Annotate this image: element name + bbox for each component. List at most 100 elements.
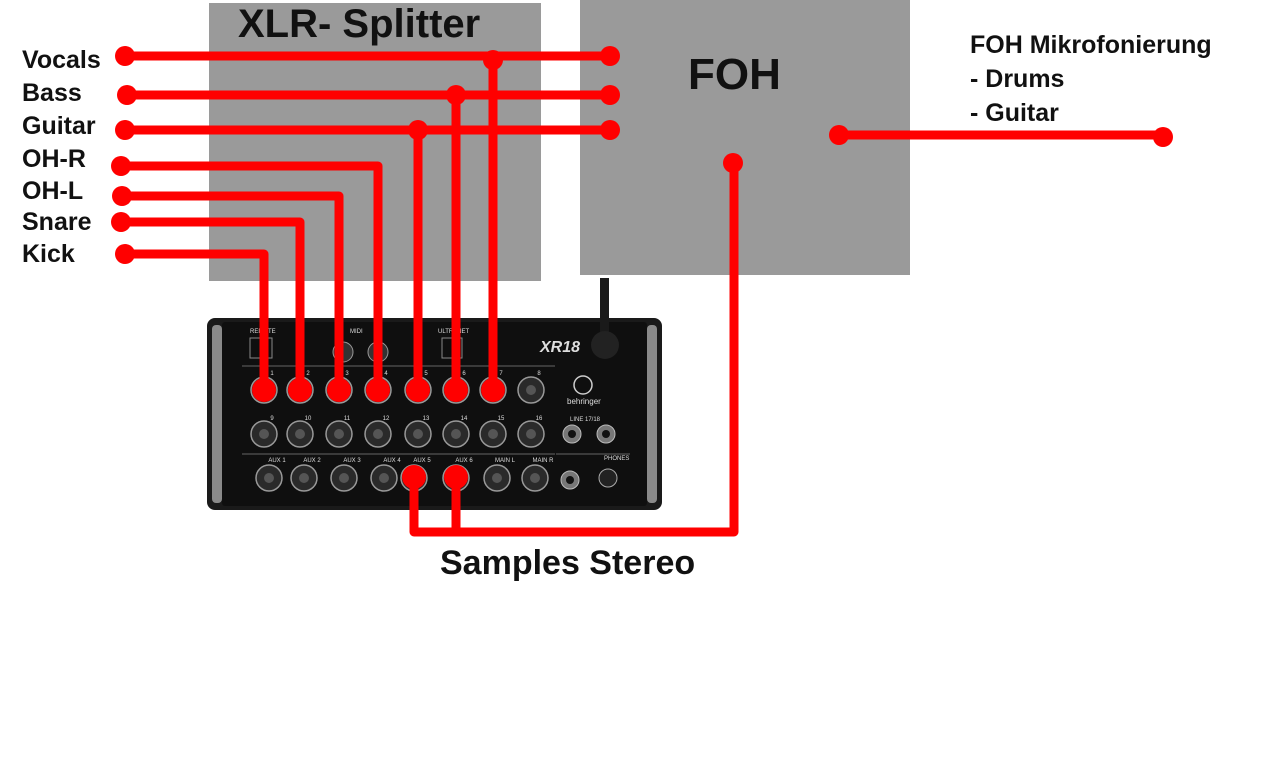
input-6-jack-label: 6	[462, 371, 466, 377]
foh-title: FOH	[688, 50, 781, 99]
aux-4-jack-label: AUX 4	[383, 458, 401, 464]
label-guitar: Guitar	[22, 112, 96, 140]
jack-hole	[379, 473, 389, 483]
aux-3-jack-label: AUX 3	[343, 458, 361, 464]
brand-label: behringer	[567, 397, 601, 406]
input-9-jack-label: 9	[270, 416, 274, 422]
cable-end-dot	[111, 212, 131, 232]
input-4-jack-label: 4	[384, 371, 388, 377]
input-5-jack-label: 5	[424, 371, 428, 377]
main-r-jack-label: MAIN R	[533, 458, 555, 464]
jack-hole	[602, 430, 610, 438]
jack-hole	[488, 429, 498, 439]
input-15-jack-label: 15	[498, 416, 505, 422]
input-11-jack-label: 11	[344, 416, 351, 422]
input-12-jack-label: 12	[383, 416, 390, 422]
input-7-jack-label: 7	[499, 371, 503, 377]
cable-end-dot	[115, 244, 135, 264]
cable-end-dot	[600, 46, 620, 66]
cable-end-dot	[723, 153, 743, 173]
input-2-plug	[288, 378, 312, 402]
phones-label: PHONES	[604, 456, 629, 462]
cable-end-dot	[600, 85, 620, 105]
label-oh-l: OH-L	[22, 177, 84, 205]
input-3-jack-label: 3	[345, 371, 349, 377]
jack-hole	[492, 473, 502, 483]
input-2-jack-label: 2	[306, 371, 310, 377]
jack-hole	[568, 430, 576, 438]
mixer-handle-left	[212, 325, 222, 503]
split-junction-dot	[483, 50, 503, 70]
foh-mikrofonierung-title: FOH Mikrofonierung	[970, 31, 1212, 59]
input-1-jack-label: 1	[270, 371, 274, 377]
phones-level-knob[interactable]	[598, 468, 618, 488]
input-7-plug	[481, 378, 505, 402]
input-8-jack-label: 8	[537, 371, 541, 377]
foh-mikrofonierung-item: - Drums	[970, 65, 1065, 93]
aux-5-plug	[402, 465, 426, 489]
aux-5-jack-label: AUX 5	[413, 458, 431, 464]
cable-end-dot	[115, 46, 135, 66]
jack-hole	[413, 429, 423, 439]
foh-mikrofonierung-item: - Guitar	[970, 99, 1059, 127]
mixer-handle-right	[647, 325, 657, 503]
jack-hole	[566, 476, 574, 484]
input-10-jack-label: 10	[305, 416, 312, 422]
cable-end-dot	[112, 186, 132, 206]
label-kick: Kick	[22, 240, 75, 268]
label-snare: Snare	[22, 208, 92, 236]
cables	[116, 51, 1168, 537]
aux-2-jack-label: AUX 2	[303, 458, 321, 464]
line-17-18-label: LINE 17/18	[570, 417, 601, 423]
splitter-title: XLR- Splitter	[238, 2, 481, 46]
midi-label: MIDI	[350, 329, 363, 335]
aux-6-plug	[444, 465, 468, 489]
samples-stereo-label: Samples Stereo	[440, 544, 696, 582]
input-1-plug	[252, 378, 276, 402]
label-vocals: Vocals	[22, 46, 101, 74]
aux-1-jack-label: AUX 1	[268, 458, 286, 464]
input-5-plug	[406, 378, 430, 402]
input-6-plug	[444, 378, 468, 402]
jack-hole	[295, 429, 305, 439]
jack-hole	[530, 473, 540, 483]
cable-end-dot	[600, 120, 620, 140]
mixer-panel	[222, 322, 647, 506]
cable-oh-l	[117, 191, 344, 398]
behringer-logo-icon	[573, 375, 593, 395]
input-row-9-16: 9 10 11 12 13 14 15 16	[250, 416, 545, 448]
split-junction-dot	[446, 85, 466, 105]
cable-end-dot	[115, 120, 135, 140]
input-16-jack-label: 16	[536, 416, 543, 422]
model-label: XR18	[539, 339, 580, 356]
cable-end-dot	[829, 125, 849, 145]
main-l-jack-label: MAIN L	[495, 458, 516, 464]
aux-6-jack-label: AUX 6	[455, 458, 473, 464]
jack-hole	[334, 429, 344, 439]
cable-samples-from-foh	[451, 158, 739, 537]
cable-end-dot	[1153, 127, 1173, 147]
cable-end-dot	[111, 156, 131, 176]
jack-hole	[526, 385, 536, 395]
input-13-jack-label: 13	[423, 416, 430, 422]
cable-samples-aux	[409, 472, 461, 537]
foh-mikrofonierung-note: FOH Mikrofonierung - Drums - Guitar	[970, 28, 1212, 130]
jack-hole	[526, 429, 536, 439]
input-4-plug	[366, 378, 390, 402]
cable-oh-r	[116, 161, 383, 398]
label-oh-r: OH-R	[22, 145, 86, 173]
jack-hole	[259, 429, 269, 439]
cable-ends	[111, 46, 1173, 489]
cable-kick	[120, 249, 269, 398]
jack-hole	[451, 429, 461, 439]
jack-hole	[264, 473, 274, 483]
mixer-antenna	[600, 278, 609, 338]
mixer-antenna-base	[591, 331, 619, 359]
jack-hole	[339, 473, 349, 483]
jack-hole	[373, 429, 383, 439]
split-junction-dot	[408, 120, 428, 140]
jack-hole	[299, 473, 309, 483]
input-3-plug	[327, 378, 351, 402]
label-bass: Bass	[22, 79, 82, 107]
input-14-jack-label: 14	[461, 416, 468, 422]
